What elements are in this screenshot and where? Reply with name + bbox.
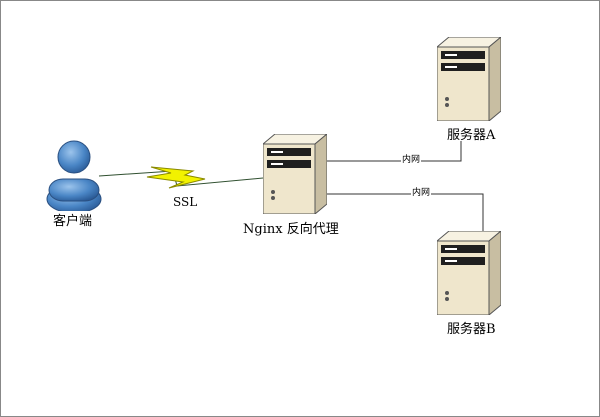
server-a [435, 35, 503, 125]
server-b [435, 229, 503, 319]
client-label: 客户端 [53, 214, 93, 229]
client-node [45, 139, 103, 215]
server-b-label: 服务器B [447, 322, 496, 337]
proxy-server [261, 132, 329, 218]
server-icon [261, 132, 329, 216]
user-icon [46, 140, 102, 214]
ssl-label: SSL [173, 195, 198, 209]
link-b-label: 内网 [411, 188, 432, 198]
server-icon [435, 229, 503, 317]
server-icon [435, 35, 503, 123]
proxy-label: Nginx 反向代理 [243, 222, 339, 237]
link-to-server-b [327, 193, 484, 231]
link-a-label: 内网 [401, 155, 422, 165]
link-to-server-a [327, 141, 462, 162]
lightning-bolt-icon [146, 166, 206, 189]
server-a-label: 服务器A [447, 128, 496, 143]
